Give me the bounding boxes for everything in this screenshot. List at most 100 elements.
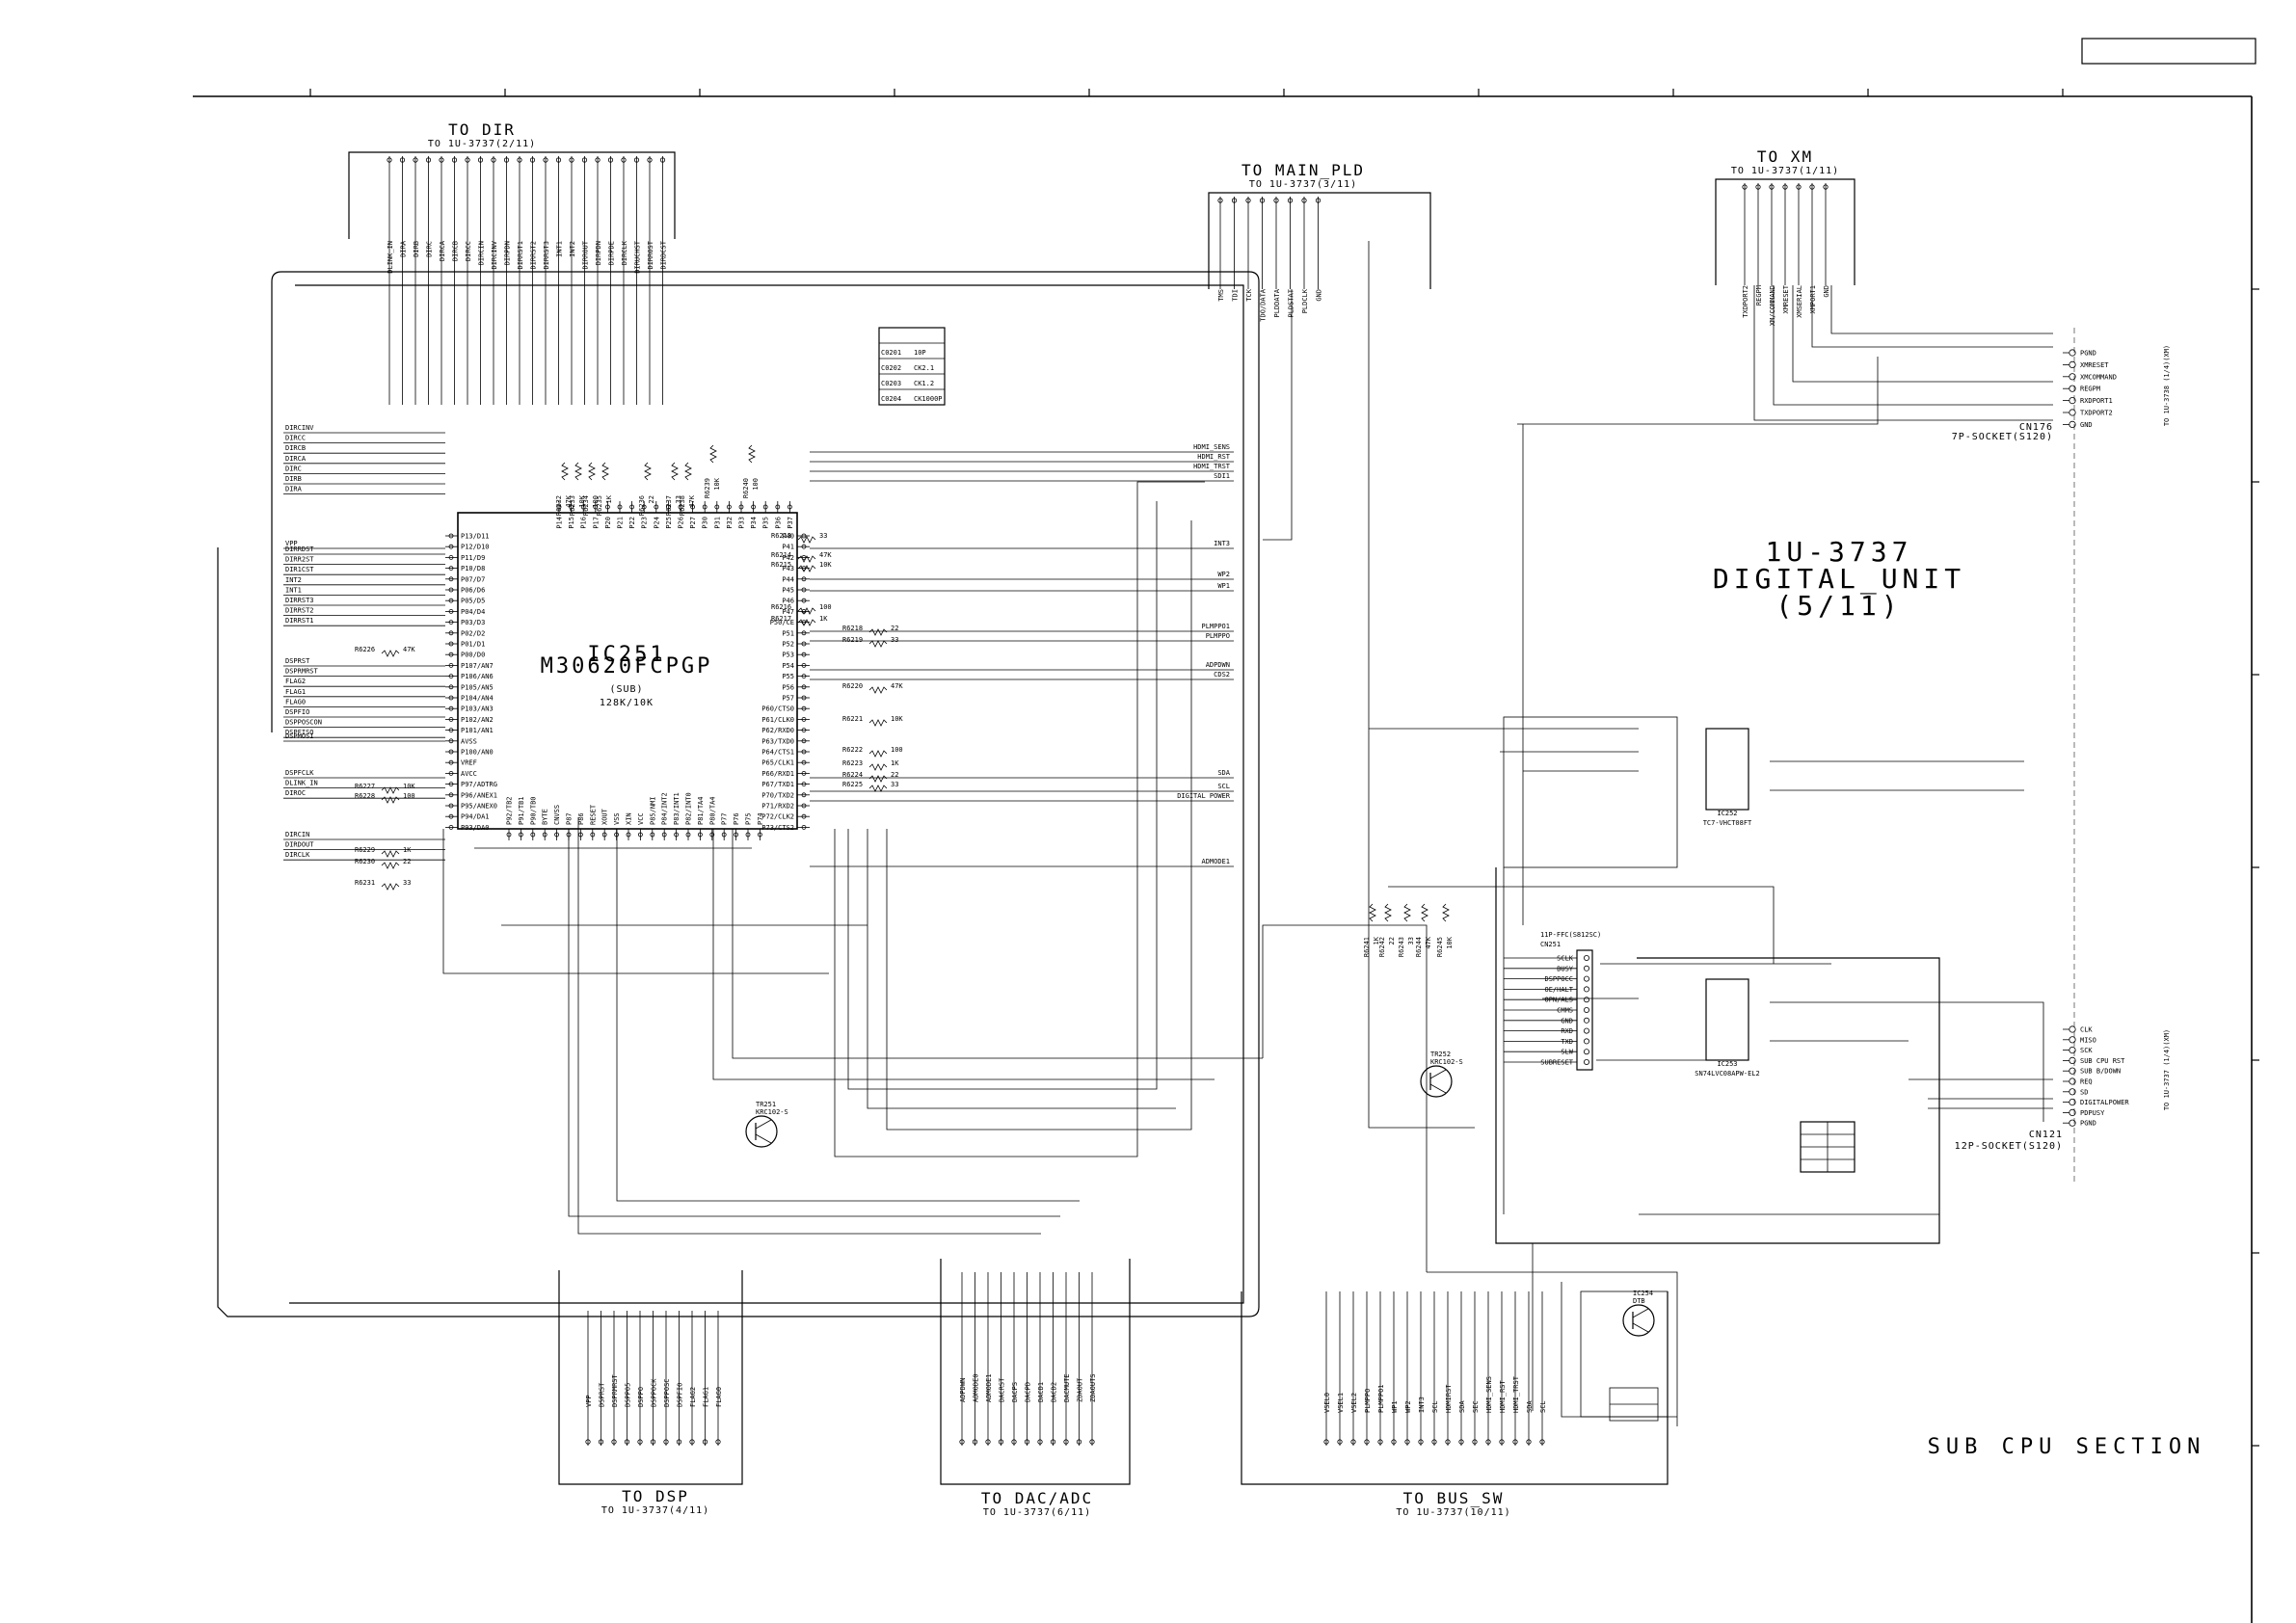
dsp-pin-label: FLAG2 [689, 1387, 697, 1407]
resistor-symbol [588, 462, 596, 481]
section-title: SUB CPU SECTION [1928, 1435, 2206, 1459]
ic251-pin-label: P10/D8 [461, 565, 485, 572]
ic251-pin-terminal [638, 832, 643, 838]
ic251-pin-terminal [629, 504, 634, 510]
xm-pin-label: TXDPORT2 [1742, 285, 1749, 318]
ic251-pin-label: P90/TB0 [529, 796, 537, 825]
cn251-pin-terminal [1584, 955, 1590, 962]
main_pld-pin-label: PLDDATA [1273, 288, 1281, 317]
main-pld-title: TO MAIN_PLD [1241, 161, 1365, 179]
cn251-pin-terminal [1584, 1049, 1590, 1055]
dac_adc-pin-terminal [1063, 1439, 1069, 1445]
dir-pin-label: DIRPDN [504, 241, 512, 265]
ic251-pins-right: P40P41P42P43P44P45P46P47P50/CEP51P52P53P… [761, 533, 810, 832]
cn251-pin-label: TXD [1561, 1038, 1573, 1046]
left-signal-label: INT1 [285, 586, 302, 594]
main-pld-sub: TO 1U-3737(3/11) [1249, 179, 1357, 190]
dac_adc-pin-label: ZDAOUT [1077, 1377, 1084, 1402]
xm-pin-terminal [1782, 184, 1788, 190]
dir-pin-label: DIRUCHST [634, 240, 642, 274]
bus_sw-pin-terminal [1445, 1439, 1451, 1445]
resistor-symbol [601, 462, 609, 481]
dir-pin-terminal [465, 157, 470, 163]
dsp-pin-label: DSPPOSC [663, 1378, 671, 1407]
resistor-ref: R6226 [355, 646, 375, 653]
main_pld-pin-terminal [1259, 198, 1266, 203]
cap-ref: C0201 [881, 349, 901, 357]
left-signal-label: DIRA [285, 486, 303, 493]
ic251-pin-label: P20 [604, 517, 612, 529]
bus_sw-pin-terminal [1337, 1439, 1343, 1445]
dsp-pin-label: FLAG0 [715, 1387, 723, 1407]
ic251-pin-terminal [801, 813, 807, 819]
cn121-pin-terminal [2069, 1047, 2076, 1054]
ic251-pin-terminal [801, 771, 807, 776]
left-signal-label: FLAG0 [285, 698, 306, 705]
ic251-pin-terminal [590, 832, 596, 838]
ic251-pin-label: P103/AN3 [461, 705, 494, 713]
ic251-pin-label: P76 [733, 812, 740, 825]
right-signal-label: HDMI_SENS [1193, 443, 1230, 451]
ic251-pin-label: P17 [592, 517, 600, 529]
bus_sw-pin-label: SCL [1539, 1400, 1547, 1413]
ic253-ref: IC253 [1717, 1060, 1737, 1068]
resistor-value: 100 [819, 603, 832, 611]
dac_adc-pin-label: DACPS [1011, 1382, 1019, 1402]
main-bus-frame [217, 271, 1260, 1317]
board-title: 1U-3737 DIGITAL_UNIT (5/11) [1713, 536, 1961, 622]
ic251-pin-label: XOUT [601, 808, 609, 825]
ic251-pin-label: P24 [653, 517, 660, 529]
bus_sw-pin-terminal [1391, 1439, 1397, 1445]
cap-ref: C0204 [881, 395, 901, 403]
ic251-pin-label: P96/ANEX1 [461, 791, 497, 799]
ic251-pins-left: P13/D11P12/D10P11/D9P10/D8P07/D7P06/D6P0… [445, 533, 497, 832]
resistor-ref: R6215 [771, 561, 791, 569]
dir-pin-terminal [543, 157, 548, 163]
left-signal-label: DSPRMRST [285, 668, 319, 676]
right-signal-label: ADMODE1 [1201, 858, 1230, 865]
left-signal-label: FLAG2 [285, 678, 306, 685]
page-label-box [2081, 38, 2256, 65]
resistor-value: 10K [1446, 936, 1454, 948]
main_pld-pin-terminal [1231, 198, 1238, 203]
cn176-pin-label: RXDPORT1 [2080, 397, 2113, 405]
ic251-pin-terminal [519, 832, 523, 838]
ic251-pin-terminal [448, 663, 454, 668]
ic251-pin-label: P73/CTS2 [761, 824, 794, 832]
ic251-pin-terminal [721, 832, 727, 838]
resistor-ref: R6235 [596, 495, 603, 516]
resistor-symbol [381, 850, 400, 858]
ic251-pin-label: P85/NMI [649, 796, 656, 825]
resistor-ref: R6228 [355, 792, 375, 800]
ic251-pin-label: P44 [782, 575, 794, 583]
xm-pin-terminal [1823, 184, 1829, 190]
ic251-pin-label: P75 [745, 812, 753, 825]
ic251-pin-terminal [674, 832, 679, 838]
ic251-pin-label: P21 [617, 517, 625, 529]
ic251-pin-label: P82/INT0 [685, 792, 693, 825]
dsp-pin-label: FLAG1 [703, 1387, 710, 1407]
ic251-pin-terminal [448, 620, 454, 625]
ic251-pin-label: P62/RXD0 [761, 727, 794, 734]
dsp-pin-terminal [689, 1439, 695, 1445]
ic251-pin-terminal [801, 598, 807, 603]
dsp-pin-terminal [702, 1439, 708, 1445]
dir-pin-label: DIRROST [647, 240, 654, 269]
left-signal-label: DIRCINV [285, 424, 314, 432]
cn251-pin-terminal [1584, 1059, 1590, 1066]
cn251-pin-terminal [1584, 1007, 1590, 1014]
right-signal-label: DIGITAL POWER [1177, 792, 1231, 800]
ic251-pin-terminal [751, 504, 756, 510]
ic251-pin-label: P54 [782, 662, 794, 670]
cn121-pin-terminal [2069, 1036, 2076, 1044]
ic251-pin-terminal [506, 832, 512, 838]
right-signal-label: ADPDWN [1206, 661, 1230, 669]
